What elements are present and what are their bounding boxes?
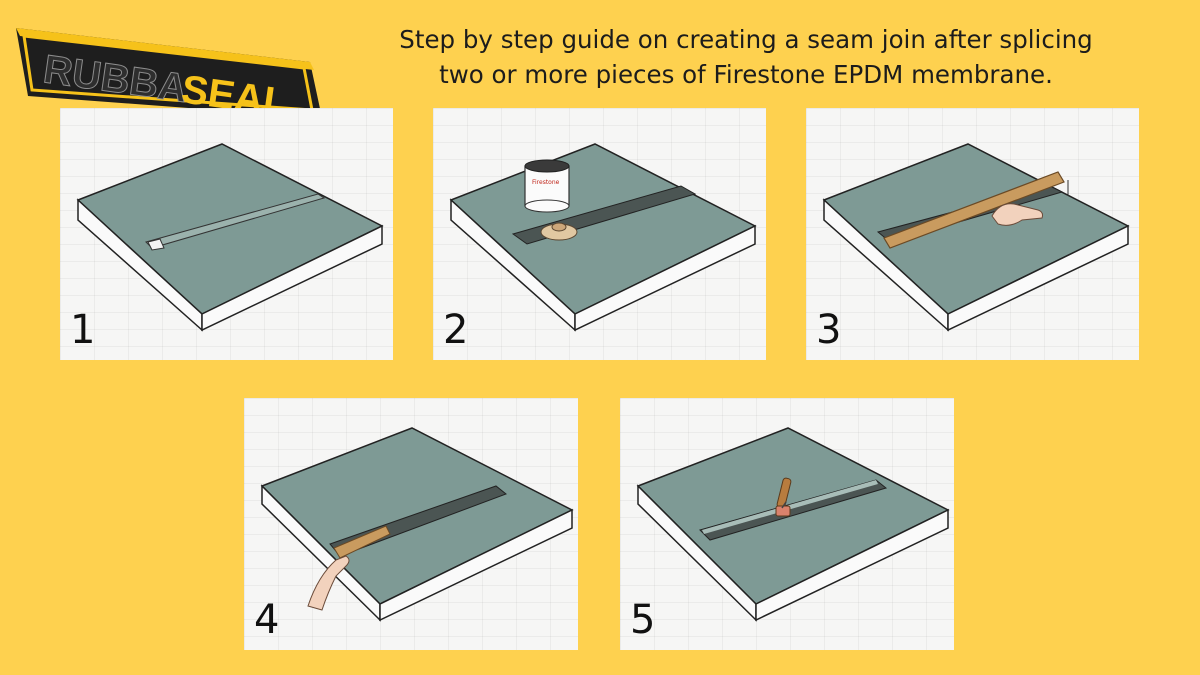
- step-number: 1: [70, 307, 96, 353]
- membrane-illustration: [822, 143, 1130, 332]
- step-number: 5: [630, 597, 656, 643]
- hand-icon: [307, 555, 350, 611]
- membrane-illustration: [76, 143, 384, 332]
- step-panel-2: Firestone 2: [433, 108, 766, 360]
- page-title: Step by step guide on creating a seam jo…: [336, 22, 1156, 92]
- step-panel-4: 4: [244, 398, 578, 650]
- step-number: 4: [254, 597, 280, 643]
- step-panel-3: 3: [806, 108, 1139, 360]
- title-line-2: two or more pieces of Firestone EPDM mem…: [439, 60, 1053, 89]
- step-panel-1: 1: [60, 108, 393, 360]
- wooden-batten-icon: [333, 525, 391, 559]
- seam-roller-icon: [775, 477, 792, 517]
- step-number: 2: [443, 307, 469, 353]
- membrane-illustration: [260, 427, 574, 622]
- step-number: 3: [816, 307, 842, 353]
- membrane-illustration: [636, 427, 950, 622]
- can-label: Firestone: [532, 179, 560, 186]
- membrane-illustration: Firestone: [449, 143, 757, 332]
- scrub-pad-icon: [540, 222, 578, 241]
- step-panel-5: 5: [620, 398, 954, 650]
- wooden-batten-icon: [883, 171, 1065, 249]
- hand-icon: [991, 203, 1043, 226]
- primer-can-icon: Firestone: [524, 159, 570, 213]
- title-line-1: Step by step guide on creating a seam jo…: [399, 25, 1093, 54]
